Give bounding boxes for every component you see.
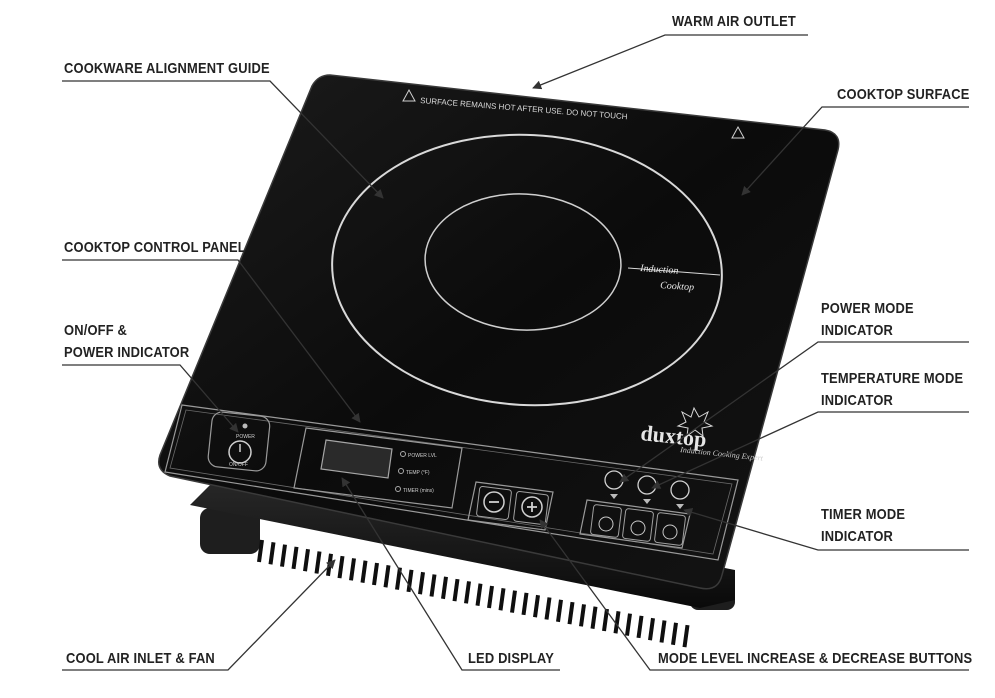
label-cool-air-inlet: COOL AIR INLET & FAN [66,650,215,667]
zone-text-cooktop: Cooktop [660,280,695,293]
vent-slat [360,560,368,583]
vent-slat [418,571,425,595]
led-display-unit: POWER LVL TEMP (°F) TIMER (mins) [293,427,463,509]
vent-slat [395,567,402,590]
mode-label-timer: TIMER (mins) [403,488,434,494]
vent-slat [636,615,644,639]
label-temp-mode-line1: TEMPERATURE MODE [821,370,964,387]
label-mode-buttons: MODE LEVEL INCREASE & DECREASE BUTTONS [658,650,973,667]
vent-slat [383,565,391,588]
label-onoff-line2: POWER INDICATOR [64,344,190,361]
label-power-mode-line1: POWER MODE [821,300,914,317]
label-power-mode-line2: INDICATOR [821,322,894,339]
vent-slat [487,585,494,609]
vent-slat [659,620,667,643]
mode-label-temp: TEMP (°F) [406,470,430,476]
label-led-display: LED DISPLAY [468,650,555,667]
zone-text-induction: Induction [639,263,679,277]
mode-select-buttons[interactable] [579,499,691,549]
label-cooktop-surface: COOKTOP SURFACE [837,86,970,103]
vent-slat [533,594,540,618]
vent-slat [452,578,460,602]
mode-level-buttons[interactable] [467,481,554,531]
vent-slat [268,542,276,565]
vent-slat [441,576,448,600]
vent-slat [464,581,471,604]
vent-slat [648,617,655,641]
label-warm-air-outlet: WARM AIR OUTLET [672,13,796,30]
vent-slat [682,624,690,648]
vent-slat [257,539,264,563]
vent-slat [613,611,621,634]
onoff-label: ON/OFF [229,462,248,468]
vent-slat [602,608,609,632]
vent-slat [556,599,563,623]
vent-slat [625,613,632,636]
vent-slat [291,546,299,570]
vent-slat [544,597,552,620]
vent-slat [349,558,356,581]
label-timer-mode-line1: TIMER MODE [821,506,906,523]
vent-slat [406,569,414,593]
vent-slat [337,555,345,579]
vent-slat [314,551,322,574]
label-temp-mode-line2: INDICATOR [821,392,894,409]
cooking-zone: Induction Cooktop [331,133,723,407]
power-button[interactable]: POWER ON/OFF [207,411,271,472]
vent-slat [429,574,437,597]
label-timer-mode-line2: INDICATOR [821,528,894,545]
power-label: POWER [236,434,255,440]
vent-slat [590,606,598,629]
fan-vents [257,539,690,648]
mode-label-power: POWER LVL [408,453,437,459]
vent-slat [498,588,506,611]
vent-slat [579,604,586,627]
vent-slat [567,601,575,625]
label-cooktop-control-panel: COOKTOP CONTROL PANEL [64,239,246,256]
label-cookware-alignment-guide: COOKWARE ALIGNMENT GUIDE [64,60,270,77]
vent-slat [372,562,379,586]
vent-slat [475,583,483,606]
vent-slat [521,592,529,616]
label-onoff-line1: ON/OFF & [64,322,128,339]
vent-slat [303,548,310,572]
leader-lines [62,34,969,671]
control-panel [164,404,739,561]
vent-slat [671,622,678,646]
vent-slat [510,590,517,613]
vent-slat [280,544,287,567]
